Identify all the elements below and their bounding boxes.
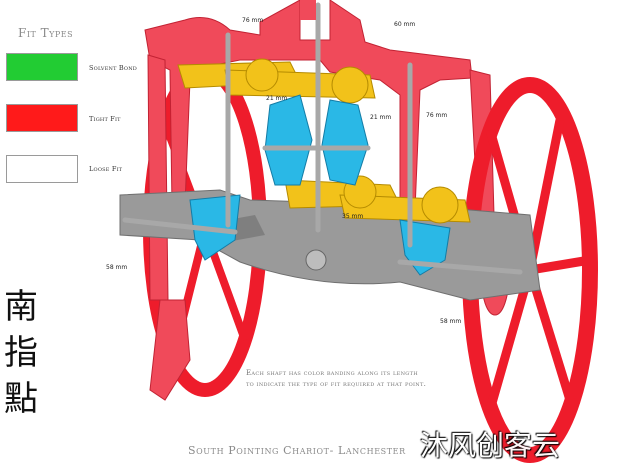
dimension-gear-left: 21 mm bbox=[266, 95, 288, 102]
side-title-char-3: 點 bbox=[4, 379, 38, 419]
dimension-top-center: 60 mm bbox=[394, 21, 416, 28]
legend-title: Fit Types bbox=[18, 26, 74, 40]
legend-label-loose-fit: Loose Fit bbox=[89, 165, 123, 173]
dimension-top-left: 76 mm bbox=[242, 17, 264, 24]
dimension-axle-left: 58 mm bbox=[106, 264, 128, 271]
dimension-center-bottom: 35 mm bbox=[342, 213, 364, 220]
watermark: 沐风创客云 bbox=[420, 429, 561, 462]
side-title-char-1: 南 bbox=[4, 287, 38, 327]
dimension-right-shaft: 76 mm bbox=[426, 112, 448, 119]
shafts bbox=[122, 2, 523, 275]
legend-swatch-tight-fit bbox=[6, 104, 78, 132]
dimension-gear-right: 21 mm bbox=[370, 114, 392, 121]
legend-label-tight-fit: Tight Fit bbox=[89, 115, 121, 123]
yellow-gears bbox=[177, 58, 471, 224]
side-title-char-2: 指 bbox=[4, 333, 38, 373]
pointer-figure bbox=[300, 0, 316, 20]
legend-label-solvent-bond: Solvent Bond bbox=[89, 64, 137, 72]
shaft-note-line-2: to indicate the type of fit required at … bbox=[246, 380, 427, 388]
shaft-note-line-1: Each shaft has color banding along its l… bbox=[246, 369, 418, 377]
bottom-title: South Pointing Chariot- Lanchester bbox=[188, 444, 406, 457]
legend-swatch-loose-fit bbox=[6, 155, 78, 183]
legend-swatch-solvent-bond bbox=[6, 53, 78, 81]
dimension-axle-right: 58 mm bbox=[440, 318, 462, 325]
